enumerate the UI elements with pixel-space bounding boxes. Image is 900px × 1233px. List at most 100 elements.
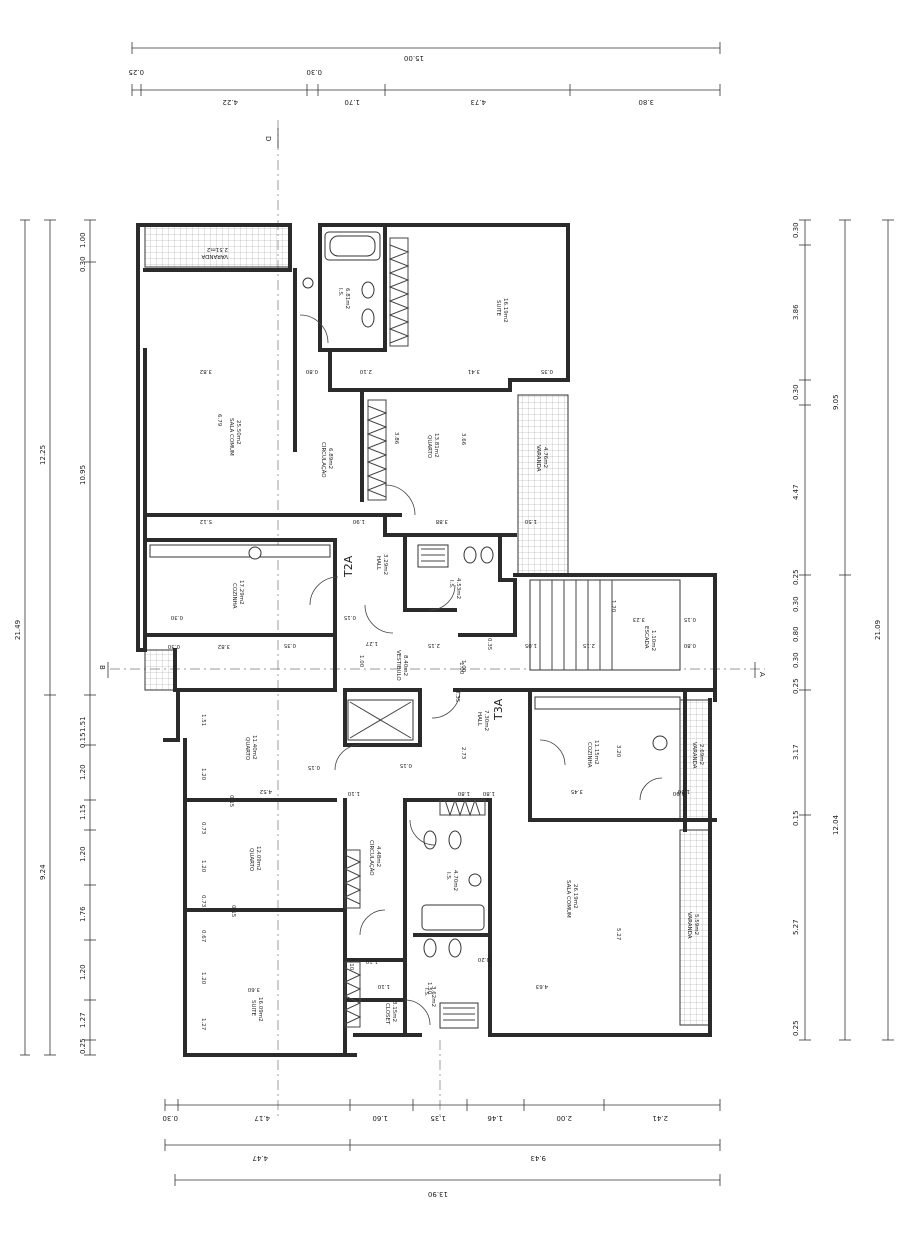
room-name: I.S.: [448, 580, 454, 589]
section-b-label: B: [98, 665, 106, 670]
dim-left-fine: 1.00: [79, 232, 87, 248]
room-name: QUARTO: [426, 435, 432, 459]
dim-right-fine: 0.15: [792, 810, 800, 826]
room-name: ESCADA: [643, 626, 649, 649]
dim-left-mid: 12.25: [39, 445, 47, 465]
balcony-hatch-right: [517, 394, 569, 576]
dim-inner: 5.27: [615, 928, 621, 941]
wardrobes: [343, 237, 486, 1028]
dim-right-fine: 0.25: [792, 1020, 800, 1036]
dim-top-segment: 3.80: [638, 98, 654, 106]
sink-icon: [302, 277, 314, 289]
room-area: 11.15m2: [593, 740, 599, 765]
room-area: 3.15m2: [391, 1001, 397, 1022]
doors: [299, 314, 663, 1026]
room-area: 2.51m2: [207, 246, 228, 252]
dim-inner: 1.90: [352, 518, 365, 524]
dim-inner: 1.50: [426, 982, 432, 995]
room-area: 12.09m2: [255, 846, 261, 871]
dim-inner: 1.00: [458, 662, 464, 675]
room-area: 6.89m2: [327, 448, 333, 469]
dim-inner: 0.10: [348, 958, 354, 971]
toilet-icon: [448, 938, 462, 958]
dim-left-mid: 9.24: [39, 864, 47, 880]
room-name: SUITE: [495, 300, 501, 316]
dim-inner: 0.15: [228, 795, 234, 808]
unit-label-t3a: T3A: [492, 698, 505, 721]
dim-top-overall: 15.00: [404, 54, 424, 62]
dim-right-fine: 0.30: [792, 596, 800, 612]
room-name: VESTIBULO: [395, 650, 401, 681]
dim-top-segment: 0.25: [128, 68, 144, 76]
dim-bottom-row2: 4.47: [252, 1154, 268, 1162]
room-name: COZINHA: [586, 742, 592, 768]
dim-left-fine: 0.30: [79, 256, 87, 272]
room-name: VARANDA: [686, 912, 692, 939]
dim-inner: 1.20: [200, 972, 206, 985]
toilet-icon: [423, 938, 437, 958]
dim-inner: 0.80: [305, 368, 318, 374]
room-name: I.S.: [423, 988, 429, 997]
toilet-icon: [361, 308, 375, 328]
dim-left-fine: 1.15: [79, 804, 87, 820]
room-area: 3.29m2: [382, 554, 388, 575]
dim-right-fine: 0.30: [792, 222, 800, 238]
dim-inner: 0.35: [454, 690, 460, 703]
dim-inner: 1.80: [457, 790, 470, 796]
dim-inner: 3.23: [632, 616, 645, 622]
kitchen-counter: [149, 544, 331, 558]
room-name: SALA COMUM: [228, 418, 234, 456]
toilet-icon: [463, 546, 477, 564]
dim-inner: 0.15: [343, 614, 356, 620]
room-area: 25.50m2: [235, 420, 241, 445]
unit-label-t2a: T2A: [342, 555, 355, 578]
room-area: 4.53m2: [455, 578, 461, 599]
dim-inner: 0.73: [200, 895, 206, 908]
dim-inner: 0.90: [672, 790, 685, 796]
room-area: 5.59m2: [693, 914, 699, 935]
toilet-icon: [480, 546, 494, 564]
room-name: CIRCULAÇÃO: [320, 442, 327, 478]
dim-right-fine: 5.27: [792, 919, 800, 935]
dim-inner: 0.30: [170, 614, 183, 620]
bottom-dimensions: [164, 1099, 721, 1186]
dim-inner: 2.15: [427, 642, 440, 648]
kitchen-counter: [534, 696, 681, 710]
dim-bottom-row1: 0.30: [162, 1114, 178, 1122]
dim-right-overall: 21.09: [874, 620, 882, 640]
dim-right-fine: 0.80: [792, 626, 800, 642]
fixtures: [149, 231, 681, 1029]
toilet-icon: [448, 830, 462, 850]
dim-inner: 3.60: [247, 986, 260, 992]
dim-top-segment: 0.30: [306, 68, 322, 76]
section-a-label: A: [758, 672, 766, 677]
toilet-icon: [423, 830, 437, 850]
dim-left-fine: 0.15: [79, 732, 87, 748]
room-name: VARANDA: [691, 742, 697, 769]
room-labels: VARANDA 2.51m2 I.S. 6.81m2 SUITE 16.19m2…: [201, 246, 704, 1025]
room-name: QUARTO: [248, 848, 254, 872]
room-name: VARANDA: [535, 445, 541, 472]
dim-right-fine: 3.17: [792, 744, 800, 760]
room-name: VARANDA: [201, 253, 228, 259]
bidet-icon: [361, 281, 375, 299]
dim-inner: 2.73: [460, 747, 466, 760]
dim-inner: 0.35: [486, 638, 492, 651]
dim-inner: 0.30: [167, 643, 180, 649]
dim-inner: 1.00: [460, 660, 466, 673]
room-name: CIRCULAÇÃO: [368, 840, 375, 876]
dim-inner: 0.20: [477, 956, 490, 962]
room-area: 11.40m2: [251, 735, 257, 760]
dim-inner: 0.35: [283, 642, 296, 648]
dim-inner: 1.20: [610, 600, 616, 613]
dim-inner: 1.10: [377, 983, 390, 989]
dim-inner: 3.45: [570, 788, 583, 794]
dim-bottom-overall: 13.90: [428, 1190, 448, 1198]
stove-icon: [652, 735, 668, 751]
dim-right-mid: 9.05: [832, 394, 840, 410]
room-area: 13.81m2: [433, 433, 439, 458]
room-name: COZINHA: [231, 583, 237, 609]
section-d-label: D: [264, 136, 272, 141]
